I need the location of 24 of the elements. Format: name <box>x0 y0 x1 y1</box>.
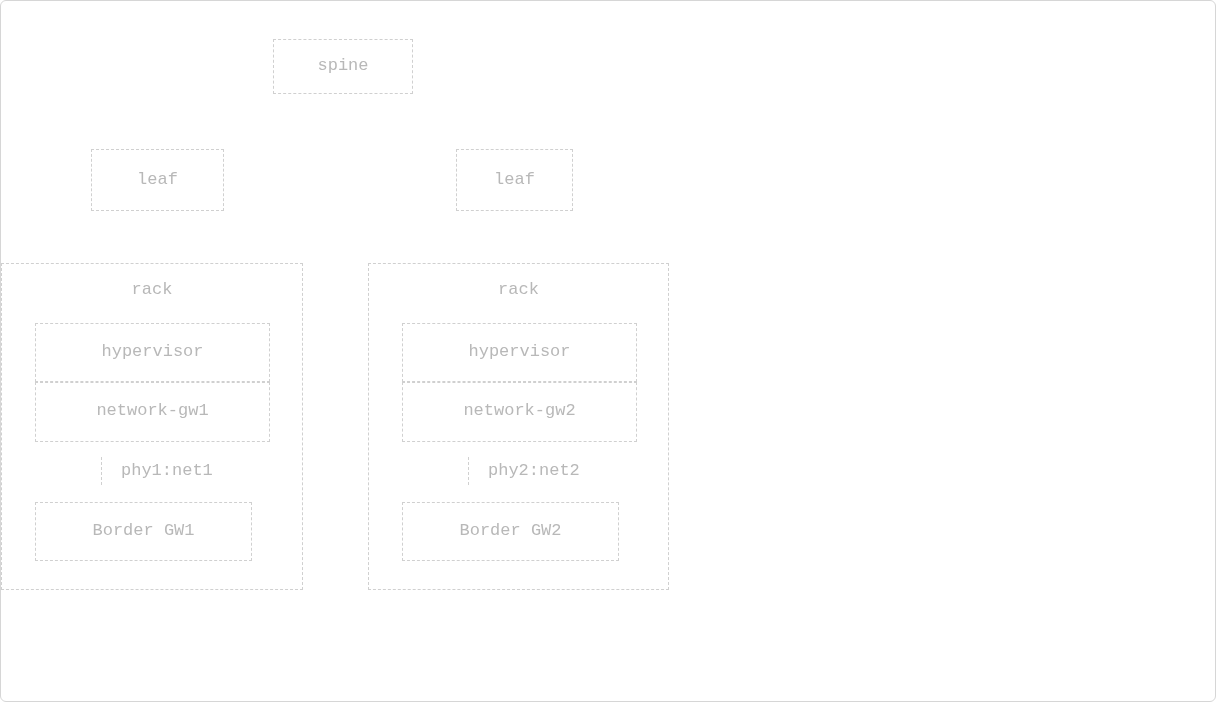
node-label: rack <box>497 280 540 299</box>
container-box <box>1 263 303 590</box>
component-box <box>402 323 637 382</box>
component-box <box>402 382 637 442</box>
port-label: phy2:net2 <box>488 461 580 480</box>
node-box <box>273 39 413 94</box>
component-box <box>35 502 252 561</box>
node-box <box>456 149 573 211</box>
component-box <box>35 382 270 442</box>
node-label: spine <box>316 56 370 75</box>
port-label: phy1:net1 <box>121 461 213 480</box>
node-label: network-gw2 <box>462 401 577 420</box>
node-label: leaf <box>136 170 179 189</box>
node-label: hypervisor <box>467 342 572 361</box>
node-box <box>91 149 224 211</box>
node-label: rack <box>130 280 174 299</box>
container-box <box>368 263 669 590</box>
node-label: Border GW1 <box>91 521 196 540</box>
node-label: leaf <box>493 170 536 189</box>
node-label: network-gw1 <box>95 401 210 420</box>
component-box <box>35 323 270 382</box>
node-label: hypervisor <box>100 342 205 361</box>
node-label: Border GW2 <box>458 521 563 540</box>
component-box <box>402 502 619 561</box>
